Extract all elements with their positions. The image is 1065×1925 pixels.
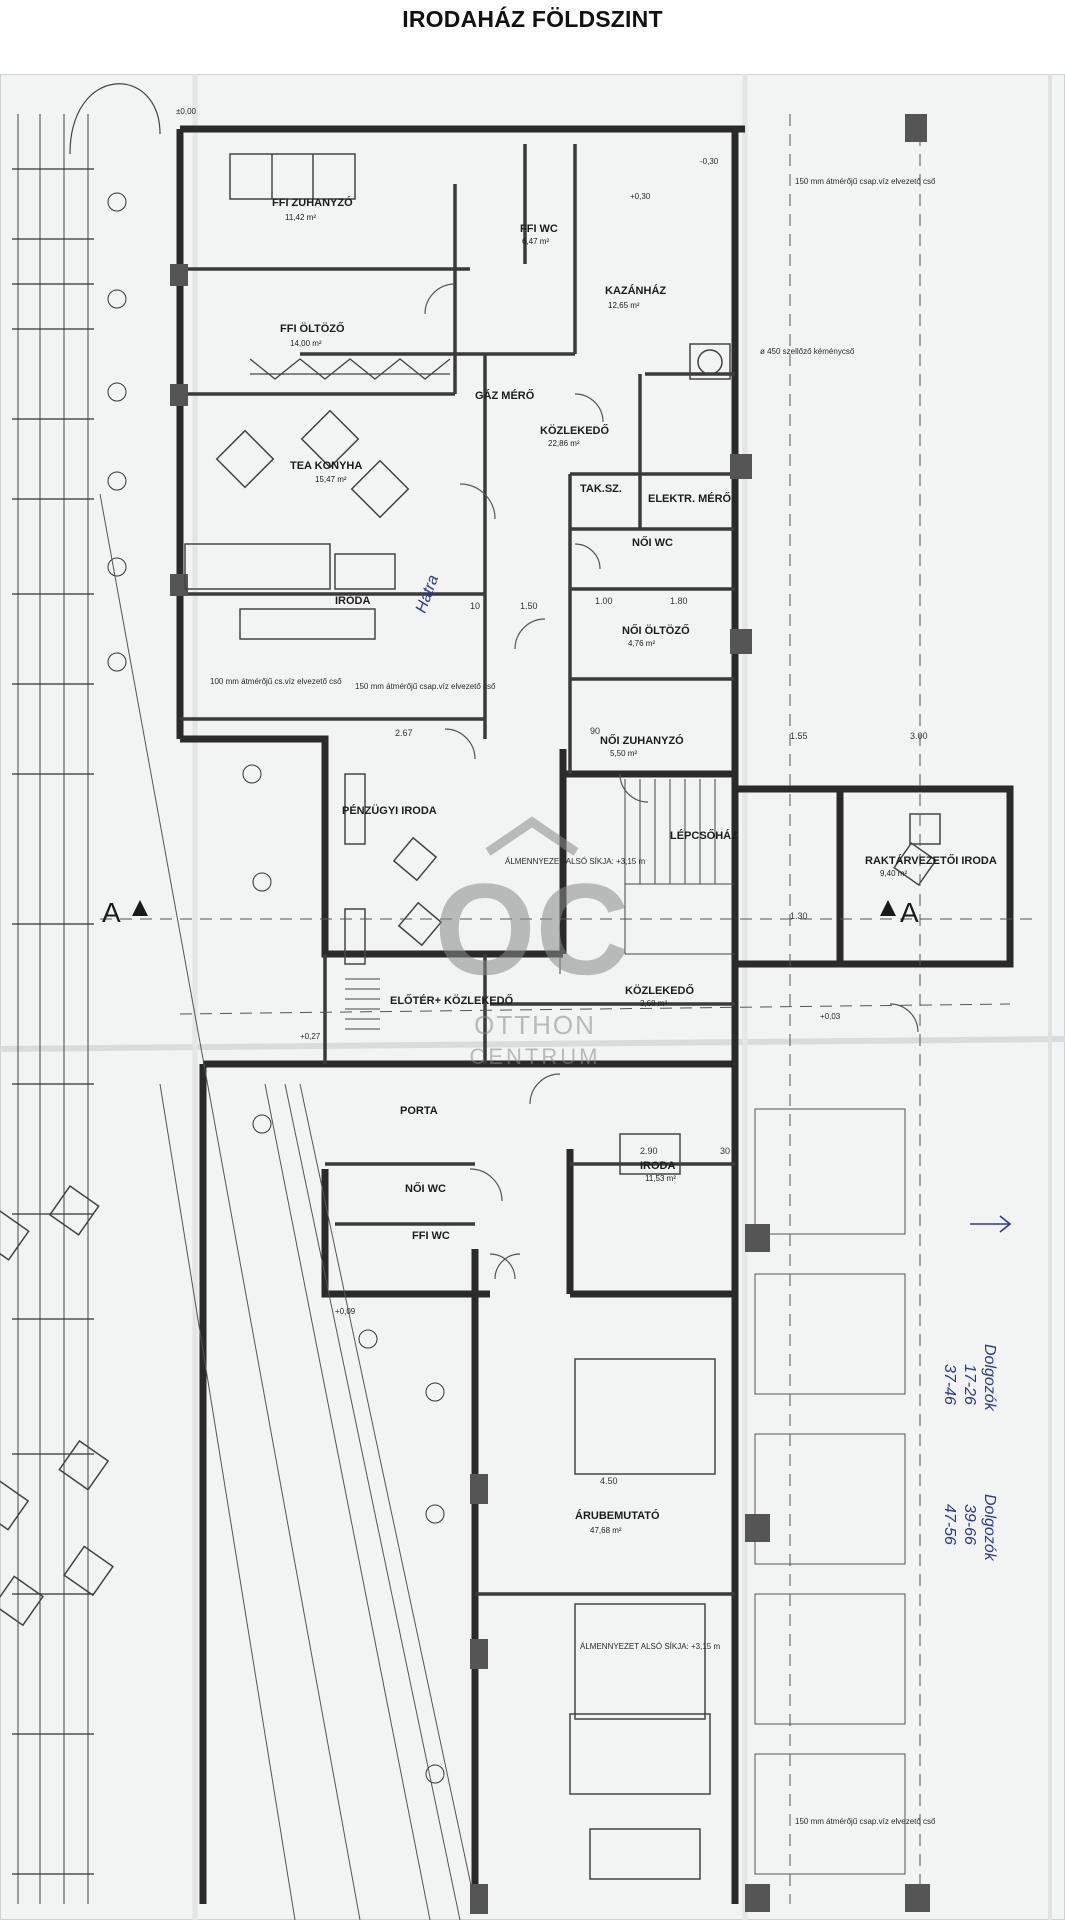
room-elektr-mero: ELEKTR. MÉRŐ bbox=[648, 492, 732, 505]
handwriting-3: 17-26 bbox=[961, 1364, 978, 1405]
room-eloter-kozlekedo: ELŐTÉR+ KÖZLEKEDŐ bbox=[390, 994, 514, 1007]
room-raktarvezetoi-iroda-area: 9,40 m² bbox=[880, 869, 907, 878]
room-gaz-mero: GÁZ MÉRŐ bbox=[475, 389, 535, 402]
note-level-e: -0,30 bbox=[700, 157, 719, 166]
room-takaritoszer: TAK.SZ. bbox=[580, 483, 622, 495]
watermark-line1: OTTHON bbox=[474, 1010, 596, 1040]
dimension-labels: 1.50 2.67 1.80 1.55 3.00 2.90 4.50 1.30 … bbox=[395, 596, 928, 1486]
interior-partitions bbox=[180, 144, 735, 1596]
note-level-b: +0,27 bbox=[300, 1032, 321, 1041]
handwriting-6: 39-66 bbox=[961, 1504, 978, 1545]
room-ffi-wc-area: 6,47 m² bbox=[522, 237, 549, 246]
handwriting-7: 47-56 bbox=[941, 1504, 958, 1545]
room-noi-zuhanyzo: NŐI ZUHANYZÓ bbox=[600, 734, 684, 747]
room-kozlekedo-2: KÖZLEKEDŐ bbox=[625, 984, 695, 997]
watermark-letters: OC bbox=[435, 856, 630, 1002]
room-kazanhaz: KAZÁNHÁZ bbox=[605, 284, 666, 297]
plan-notes: 150 mm átmérőjű csap.víz elvezető cső 10… bbox=[176, 107, 936, 1826]
room-noi-wc-1: NŐI WC bbox=[632, 536, 673, 549]
watermark-line2: CENTRUM bbox=[470, 1044, 601, 1069]
note-pipe-iroda: 150 mm átmérőjű csap.víz elvezető cső bbox=[355, 682, 496, 691]
note-pipe-mid: 100 mm átmérőjű cs.víz elvezető cső bbox=[210, 677, 342, 686]
parking-outlines bbox=[754, 1108, 906, 1875]
room-noi-zuhanyzo-area: 5,50 m² bbox=[610, 749, 637, 758]
page-title: IRODAHÁZ FÖLDSZINT bbox=[402, 6, 663, 32]
dim-8: 1.30 bbox=[790, 911, 808, 921]
note-chimney: ø 450 szellőző kéménycső bbox=[760, 347, 855, 356]
note-level-a: +0,30 bbox=[630, 192, 651, 201]
handwriting-2: Dolgozók bbox=[981, 1344, 998, 1412]
section-arrows bbox=[132, 900, 896, 916]
exterior-walls bbox=[176, 125, 1014, 1904]
left-dimension-ticks bbox=[12, 168, 94, 1875]
room-arubemutato: ÁRUBEMUTATÓ bbox=[575, 1509, 660, 1522]
dim-5: 3.00 bbox=[910, 731, 928, 741]
note-basement-1: ÁLMENNYEZET ALSÓ SÍKJA: +3,15 m bbox=[505, 857, 645, 866]
note-level-zero: ±0,00 bbox=[176, 107, 197, 116]
note-pipe-top: 150 mm átmérőjű csap.víz elvezető cső bbox=[795, 177, 936, 186]
room-ffi-oltozo-area: 14,00 m² bbox=[290, 339, 322, 348]
room-noi-oltozo-area: 4,76 m² bbox=[628, 639, 655, 648]
handwriting-5: Dolgozók bbox=[981, 1494, 998, 1562]
room-tea-konyha-area: 15,47 m² bbox=[315, 475, 347, 484]
room-ffi-zuhanyzo: FFI ZUHANYZÓ bbox=[272, 196, 353, 209]
grid-lines bbox=[100, 114, 1040, 1904]
note-pipe-bottom: 150 mm átmérőjű csap.víz elvezető cső bbox=[795, 1817, 936, 1826]
dim-2: 2.67 bbox=[395, 728, 413, 738]
room-arubemutato-area: 47,68 m² bbox=[590, 1526, 622, 1535]
dim-9: 1.00 bbox=[595, 596, 613, 606]
left-dimension-chains bbox=[17, 83, 161, 1904]
section-mark-right: A bbox=[900, 897, 919, 928]
room-iroda-1: IRODA bbox=[335, 595, 371, 607]
dim-1: 1.50 bbox=[520, 601, 538, 611]
room-porta: PORTA bbox=[400, 1105, 438, 1117]
room-iroda-2-area: 11,53 m² bbox=[645, 1174, 676, 1183]
floor-plan-sheet: OC OTTHON CENTRUM A A FFI ZUHANYZÓ 11,42… bbox=[0, 73, 1065, 1921]
room-raktarvezetoi-iroda: RAKTÁRVEZETŐI IRODA bbox=[865, 854, 997, 867]
note-level-d: +0,09 bbox=[335, 1307, 356, 1316]
furniture bbox=[0, 153, 941, 1880]
staircase bbox=[345, 779, 735, 1030]
handwriting-4: 37-46 bbox=[941, 1364, 958, 1405]
room-ffi-zuhanyzo-area: 11,42 m² bbox=[285, 213, 316, 222]
room-noi-oltozo: NŐI ÖLTÖZŐ bbox=[622, 624, 690, 637]
room-kozlekedo-1: KÖZLEKEDŐ bbox=[540, 424, 610, 437]
room-kazanhaz-area: 12,65 m² bbox=[608, 301, 640, 310]
room-iroda-2: IRODA bbox=[640, 1160, 676, 1172]
room-ffi-oltozo: FFI ÖLTÖZŐ bbox=[280, 322, 345, 335]
door-swings bbox=[424, 283, 919, 1280]
window-markers bbox=[107, 192, 445, 1784]
note-level-c: +0,03 bbox=[820, 1012, 841, 1021]
room-noi-wc-2: NŐI WC bbox=[405, 1182, 446, 1195]
dim-4: 1.55 bbox=[790, 731, 808, 741]
room-penzugyi-iroda: PÉNZÜGYI IRODA bbox=[342, 804, 437, 817]
note-basement-2: ÁLMENNYEZET ALSÓ SÍKJA: +3,15 m bbox=[580, 1642, 720, 1651]
room-ffi-wc-2: FFI WC bbox=[412, 1230, 450, 1242]
dim-10: 30 bbox=[720, 1146, 730, 1156]
ramp-lines bbox=[99, 493, 476, 1921]
dim-11: 10 bbox=[470, 601, 480, 611]
room-kozlekedo-2-area: 3,68 m² bbox=[640, 999, 667, 1008]
room-tea-konyha: TEA KONYHA bbox=[290, 460, 362, 472]
handwritten-arrow bbox=[970, 1215, 1012, 1233]
room-labels: FFI ZUHANYZÓ 11,42 m² FFI WC 6,47 m² KAZ… bbox=[272, 196, 997, 1535]
room-ffi-wc: FFI WC bbox=[520, 223, 558, 235]
room-lepcsohaz: LÉPCSŐHÁZ bbox=[670, 829, 738, 842]
columns bbox=[170, 114, 930, 1914]
dim-7: 4.50 bbox=[600, 1476, 618, 1486]
floor-plan-drawing: OC OTTHON CENTRUM A A FFI ZUHANYZÓ 11,42… bbox=[0, 73, 1065, 1921]
section-mark-left: A bbox=[102, 897, 121, 928]
watermark: OC OTTHON CENTRUM bbox=[435, 816, 630, 1069]
room-kozlekedo-1-area: 22,86 m² bbox=[548, 439, 580, 448]
dim-12: 90 bbox=[590, 726, 600, 736]
dim-3: 1.80 bbox=[670, 596, 688, 606]
dim-6: 2.90 bbox=[640, 1146, 658, 1156]
